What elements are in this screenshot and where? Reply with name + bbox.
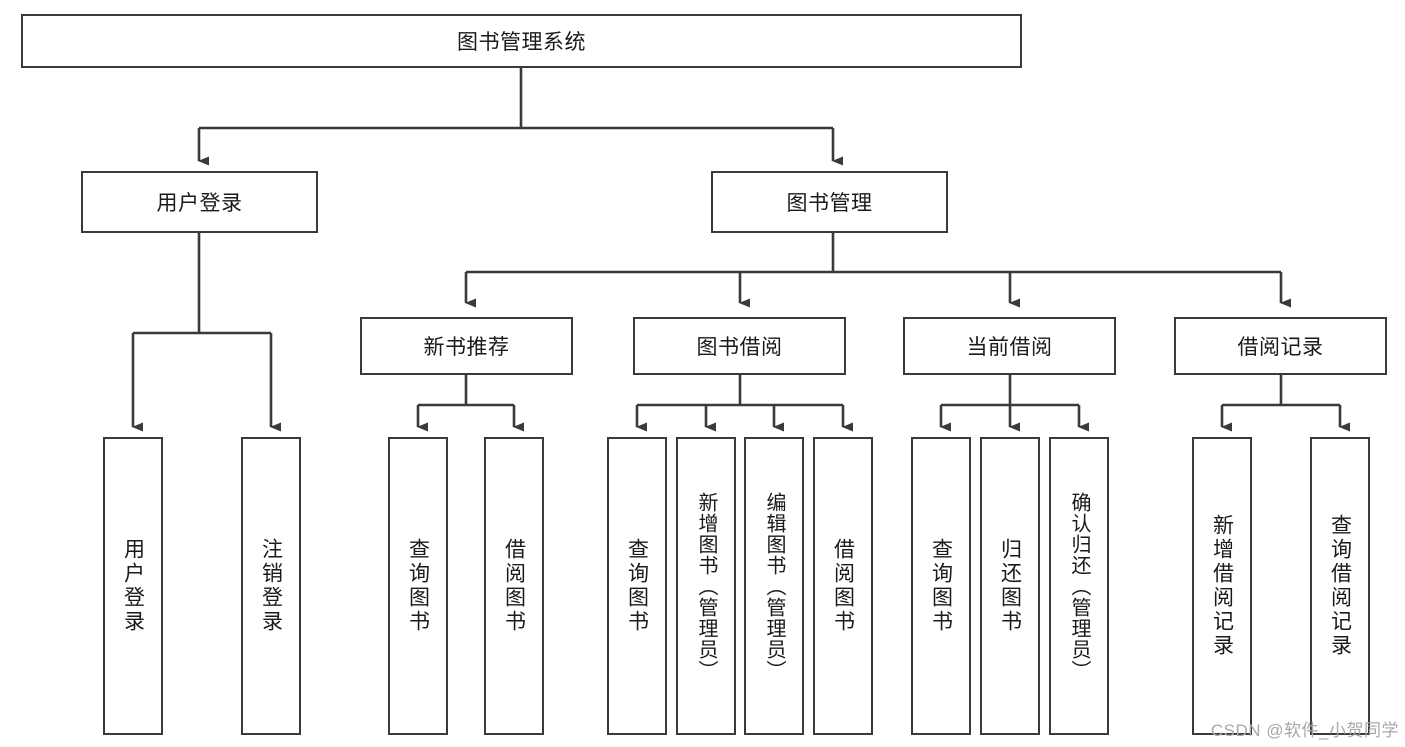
node-label: 借阅图书 [502, 538, 526, 634]
leaf-user-login-signin[interactable]: 用户登录 [103, 437, 163, 735]
leaf-record-query-borrow-record[interactable]: 查询借阅记录 [1310, 437, 1370, 735]
node-label: 查询图书 [929, 538, 953, 634]
node-label: 新增借阅记录 [1210, 514, 1234, 658]
leaf-new-book-borrow[interactable]: 借阅图书 [484, 437, 544, 735]
node-current-borrow[interactable]: 当前借阅 [903, 317, 1116, 375]
node-label: 当前借阅 [966, 336, 1053, 359]
node-label: 用户登录 [121, 538, 145, 634]
node-label: 查询图书 [625, 538, 649, 634]
node-label: 图书借阅 [696, 336, 783, 359]
leaf-current-query-book[interactable]: 查询图书 [911, 437, 971, 735]
node-label: 图书管理 [786, 192, 873, 215]
node-label: 用户登录 [156, 192, 243, 215]
leaf-borrow-borrow-book[interactable]: 借阅图书 [813, 437, 873, 735]
node-label: 新增图书（管理员） [695, 491, 717, 681]
node-label: 新书推荐 [423, 336, 510, 359]
node-label: 查询借阅记录 [1328, 514, 1352, 658]
leaf-borrow-query-book[interactable]: 查询图书 [607, 437, 667, 735]
leaf-borrow-add-book-admin[interactable]: 新增图书（管理员） [676, 437, 736, 735]
node-borrow-record[interactable]: 借阅记录 [1174, 317, 1387, 375]
watermark: CSDN @软件_小贺同学 [1210, 721, 1399, 740]
leaf-borrow-edit-book-admin[interactable]: 编辑图书（管理员） [744, 437, 804, 735]
leaf-new-book-query[interactable]: 查询图书 [388, 437, 448, 735]
node-label: 注销登录 [259, 538, 283, 634]
node-book-management[interactable]: 图书管理 [711, 171, 948, 233]
node-label: 确认归还（管理员） [1068, 491, 1090, 681]
node-new-book-recommend[interactable]: 新书推荐 [360, 317, 573, 375]
leaf-current-return-book[interactable]: 归还图书 [980, 437, 1040, 735]
node-user-login[interactable]: 用户登录 [81, 171, 318, 233]
node-label: 图书管理系统 [457, 31, 586, 54]
node-root-book-management-system[interactable]: 图书管理系统 [21, 14, 1022, 68]
node-label: 归还图书 [998, 538, 1022, 634]
node-label: 查询图书 [406, 538, 430, 634]
node-label: 借阅记录 [1237, 336, 1324, 359]
leaf-current-confirm-return-admin[interactable]: 确认归还（管理员） [1049, 437, 1109, 735]
leaf-record-add-borrow-record[interactable]: 新增借阅记录 [1192, 437, 1252, 735]
node-label: 编辑图书（管理员） [763, 491, 785, 681]
node-book-borrow[interactable]: 图书借阅 [633, 317, 846, 375]
leaf-user-login-signout[interactable]: 注销登录 [241, 437, 301, 735]
node-label: 借阅图书 [831, 538, 855, 634]
